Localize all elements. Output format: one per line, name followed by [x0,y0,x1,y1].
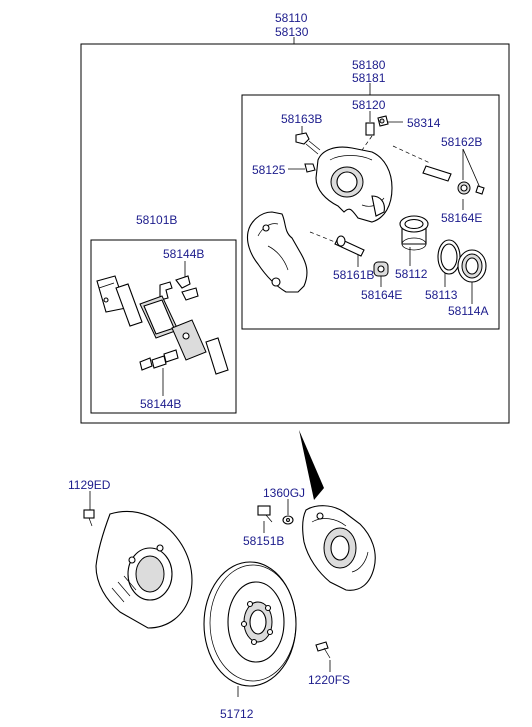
label-58120: 58120 [352,98,386,112]
pin-boot-bottom-icon [373,261,389,277]
label-58164e-top: 58164E [441,211,482,225]
disc-screw-icon [315,641,331,659]
assembled-caliper-icon [302,505,376,591]
label-58110: 58110 [275,11,308,25]
pad-spring-top-icon [159,275,199,301]
guide-pin-bottom-icon [334,235,365,257]
piston-boot-icon [457,249,487,283]
label-58130: 58130 [275,25,309,39]
brake-disc-icon [203,561,297,687]
piston-icon [399,215,429,251]
small-bolt-icon [304,163,316,173]
label-1360gj: 1360GJ [263,486,305,500]
label-1129ed: 1129ED [68,478,111,492]
bleeder-screw-icon [295,132,321,155]
pad-inner-left-icon [139,295,179,339]
label-58144b-top: 58144B [163,247,204,261]
mount-bolt-icon [257,505,273,523]
pad-backing-icon [205,337,229,375]
label-58161b: 58161B [333,268,374,282]
label-58112: 58112 [395,267,428,281]
label-58114a: 58114A [448,304,488,318]
label-58164e-bottom: 58164E [361,288,402,302]
label-1220fs: 1220FS [308,673,350,687]
caliper-bracket-icon [246,211,308,293]
piston-seal-icon [437,239,461,275]
pad-inner-right-icon [171,319,207,361]
label-58181: 58181 [352,71,386,85]
caliper-assembly-box [80,43,510,424]
washer-icon [282,515,294,525]
pad-spring-bottom-icon [139,349,179,371]
label-58125: 58125 [252,163,286,177]
guide-pin-top-icon [422,165,485,195]
shield-bolt-icon [83,509,95,527]
label-58163b: 58163B [281,112,322,126]
label-51712: 51712 [220,707,254,721]
dust-shield-icon [95,510,193,629]
caliper-body-box [241,94,500,330]
label-58162b: 58162B [441,135,482,149]
label-58101b: 58101B [136,213,177,227]
label-58151b: 58151B [243,534,284,548]
bleeder-fitting-icon [365,115,389,136]
pad-kit-box [90,239,237,414]
label-58144b-bottom: 58144B [140,397,181,411]
assembly-arrow-icon [299,430,324,500]
label-58180: 58180 [352,58,386,72]
caliper-body-icon [315,146,393,223]
pad-outer-icon [115,283,143,327]
label-58314: 58314 [407,116,441,130]
label-58113: 58113 [425,288,458,302]
